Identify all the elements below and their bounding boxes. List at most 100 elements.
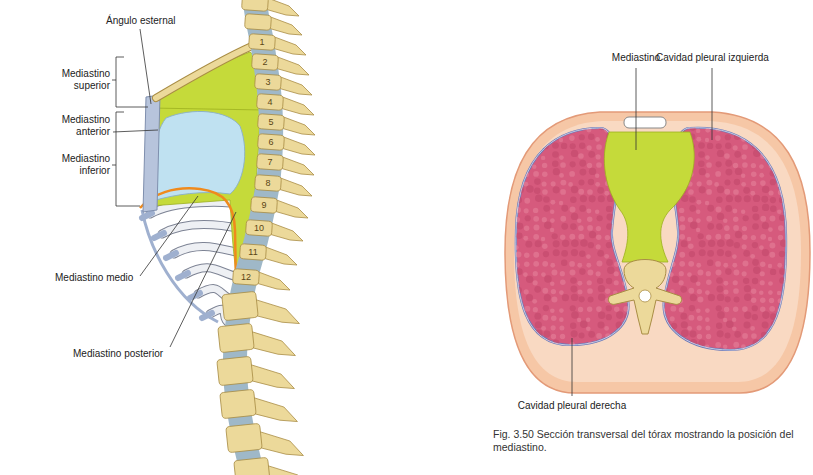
alveolus — [742, 244, 747, 249]
alveolus — [779, 251, 785, 257]
alveolus — [568, 182, 573, 187]
alveolus — [778, 342, 784, 348]
alveolus — [533, 280, 538, 285]
alveolus — [524, 226, 529, 231]
alveolus — [578, 234, 584, 240]
region-label: Mediastino anterior — [48, 114, 110, 138]
alveolus — [760, 280, 765, 285]
alveolus — [616, 249, 623, 256]
alveolus — [752, 143, 758, 149]
middle-mediastinum-heart — [154, 111, 245, 200]
alveolus — [734, 179, 740, 185]
alveolus — [523, 137, 528, 142]
alveolus — [717, 213, 724, 220]
alveolus — [562, 240, 569, 247]
alveolus — [768, 227, 773, 232]
alveolus — [777, 263, 782, 268]
alveolus — [761, 125, 767, 131]
alveolus — [779, 161, 785, 167]
alveolus — [586, 209, 591, 214]
alveolus — [679, 208, 684, 213]
alveolus — [552, 142, 559, 149]
alveolus — [596, 271, 601, 276]
alveolus — [725, 296, 731, 302]
alveolus — [689, 124, 696, 131]
alveolus — [586, 326, 591, 331]
alveolus — [515, 217, 520, 222]
alveolus — [533, 144, 539, 150]
alveolus — [761, 143, 767, 149]
alveolus — [705, 138, 709, 142]
alveolus — [551, 270, 557, 276]
alveolus — [550, 200, 555, 205]
alveolus — [579, 134, 585, 140]
alveolus — [596, 226, 601, 231]
alveolus — [752, 259, 759, 266]
alveolus — [553, 186, 560, 193]
alveolus — [579, 205, 586, 212]
alveolus — [597, 215, 603, 221]
alveolus — [550, 210, 555, 215]
alveolus — [559, 317, 564, 322]
alveolus — [735, 168, 742, 175]
alveolus — [681, 348, 688, 355]
alveolus — [526, 294, 533, 301]
alveolus — [735, 231, 742, 238]
vertebra-number: 7 — [260, 156, 280, 168]
alveolus — [777, 291, 781, 295]
alveolus — [699, 249, 706, 256]
alveolus — [523, 236, 528, 241]
alveolus — [716, 286, 723, 293]
alveolus — [770, 179, 776, 185]
alveolus — [606, 259, 613, 266]
vertebral-body — [240, 244, 267, 261]
alveolus — [680, 313, 687, 320]
alveolus — [724, 307, 729, 312]
alveolus — [616, 321, 623, 328]
rib — [174, 246, 240, 254]
alveolus — [778, 225, 784, 231]
alveolus — [580, 239, 588, 247]
alveolus — [561, 223, 568, 230]
alveolus — [543, 331, 550, 338]
alveolus — [687, 237, 691, 241]
alveolus — [705, 201, 709, 205]
alveolus — [750, 191, 755, 196]
alveolus — [762, 186, 769, 193]
alveolus — [515, 154, 520, 159]
alveolus — [588, 133, 595, 140]
alveolus — [514, 146, 519, 151]
alveolus — [769, 306, 775, 312]
alveolus — [725, 332, 731, 338]
alveolus — [752, 133, 759, 140]
alveolus — [670, 333, 676, 339]
spinous-process — [281, 136, 315, 155]
spinous-process — [265, 0, 299, 16]
alveolus — [697, 315, 703, 321]
alveolus — [715, 207, 721, 213]
region-label: Cavidad pleural derecha — [507, 400, 637, 412]
alveolus — [762, 204, 769, 211]
alveolus — [541, 156, 545, 160]
alveolus — [524, 261, 530, 267]
alveolus — [561, 260, 567, 266]
alveolus — [706, 279, 712, 285]
alveolus — [569, 171, 575, 177]
alveolus — [606, 206, 612, 212]
alveolus — [587, 225, 593, 231]
alveolus — [670, 226, 675, 231]
alveolus — [578, 307, 583, 312]
alveolus — [597, 187, 604, 194]
vertebral-body — [218, 323, 255, 352]
alveolus — [707, 350, 713, 356]
alveolus — [777, 326, 782, 331]
alveolus — [672, 122, 679, 129]
leader-line — [170, 212, 236, 347]
alveolus — [533, 252, 539, 258]
alveolus — [715, 171, 721, 177]
alveolus — [725, 142, 731, 148]
alveolus — [769, 252, 775, 258]
alveolus — [553, 240, 560, 247]
alveolus — [769, 126, 775, 132]
alveolus — [681, 339, 688, 346]
